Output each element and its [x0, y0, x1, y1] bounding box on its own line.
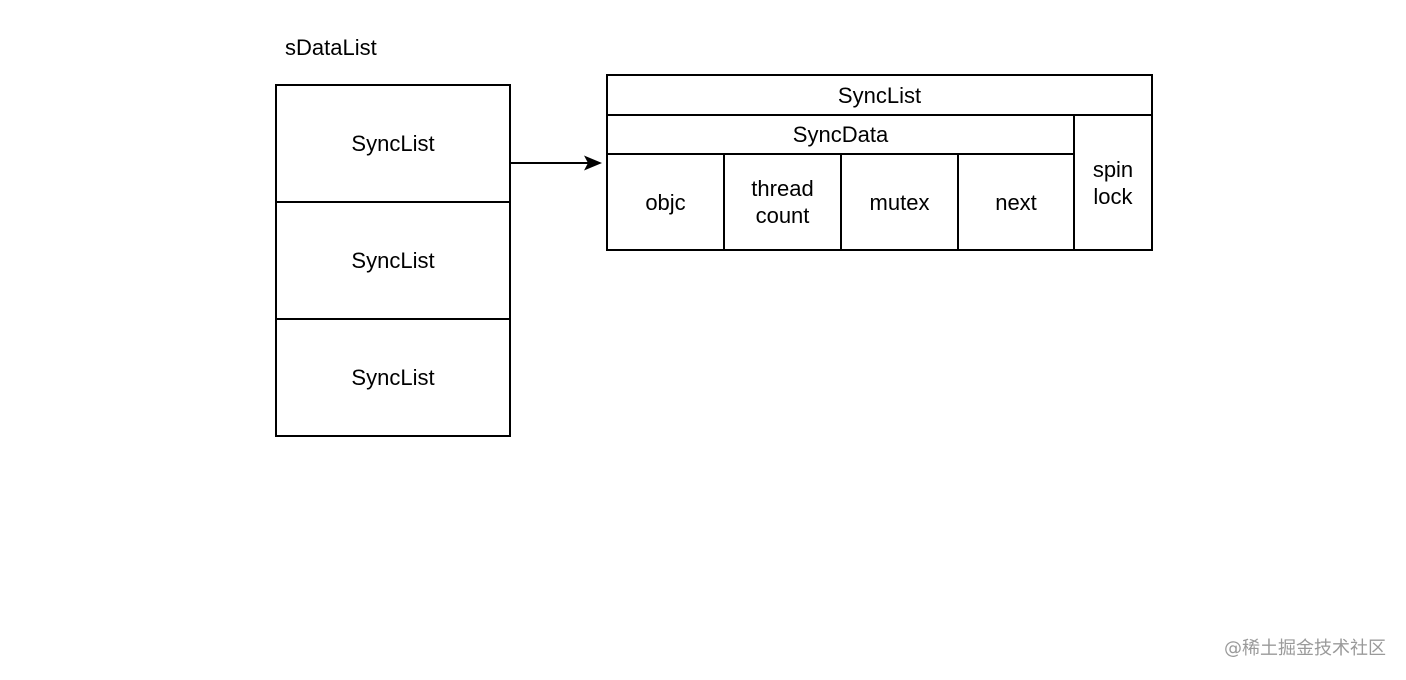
- array-item-2: SyncList: [275, 318, 511, 437]
- field-mutex: mutex: [840, 153, 959, 251]
- array-item-label: SyncList: [351, 131, 435, 156]
- arrow-head: [584, 155, 602, 171]
- array-item-label: SyncList: [351, 365, 435, 390]
- field-label: objc: [645, 189, 686, 215]
- syncdata-label: SyncData: [792, 122, 889, 147]
- watermark: @稀土掘金技术社区: [1224, 638, 1386, 659]
- syncdata-header: SyncData: [606, 114, 1075, 155]
- array-title: sDataList: [285, 35, 377, 60]
- field-label: next: [995, 189, 1037, 215]
- field-threadcount: thread count: [723, 153, 842, 251]
- field-next: next: [957, 153, 1075, 251]
- struct-title: SyncList: [606, 74, 1153, 116]
- array-item-0: SyncList: [275, 84, 511, 203]
- field-objc: objc: [606, 153, 725, 251]
- field-label: mutex: [869, 189, 930, 215]
- array-item-1: SyncList: [275, 201, 511, 320]
- field-label: thread count: [751, 176, 814, 228]
- spinlock-cell: spin lock: [1073, 114, 1153, 251]
- struct-title-label: SyncList: [837, 82, 922, 108]
- array-item-label: SyncList: [351, 248, 435, 273]
- spinlock-label: spin lock: [1092, 156, 1134, 209]
